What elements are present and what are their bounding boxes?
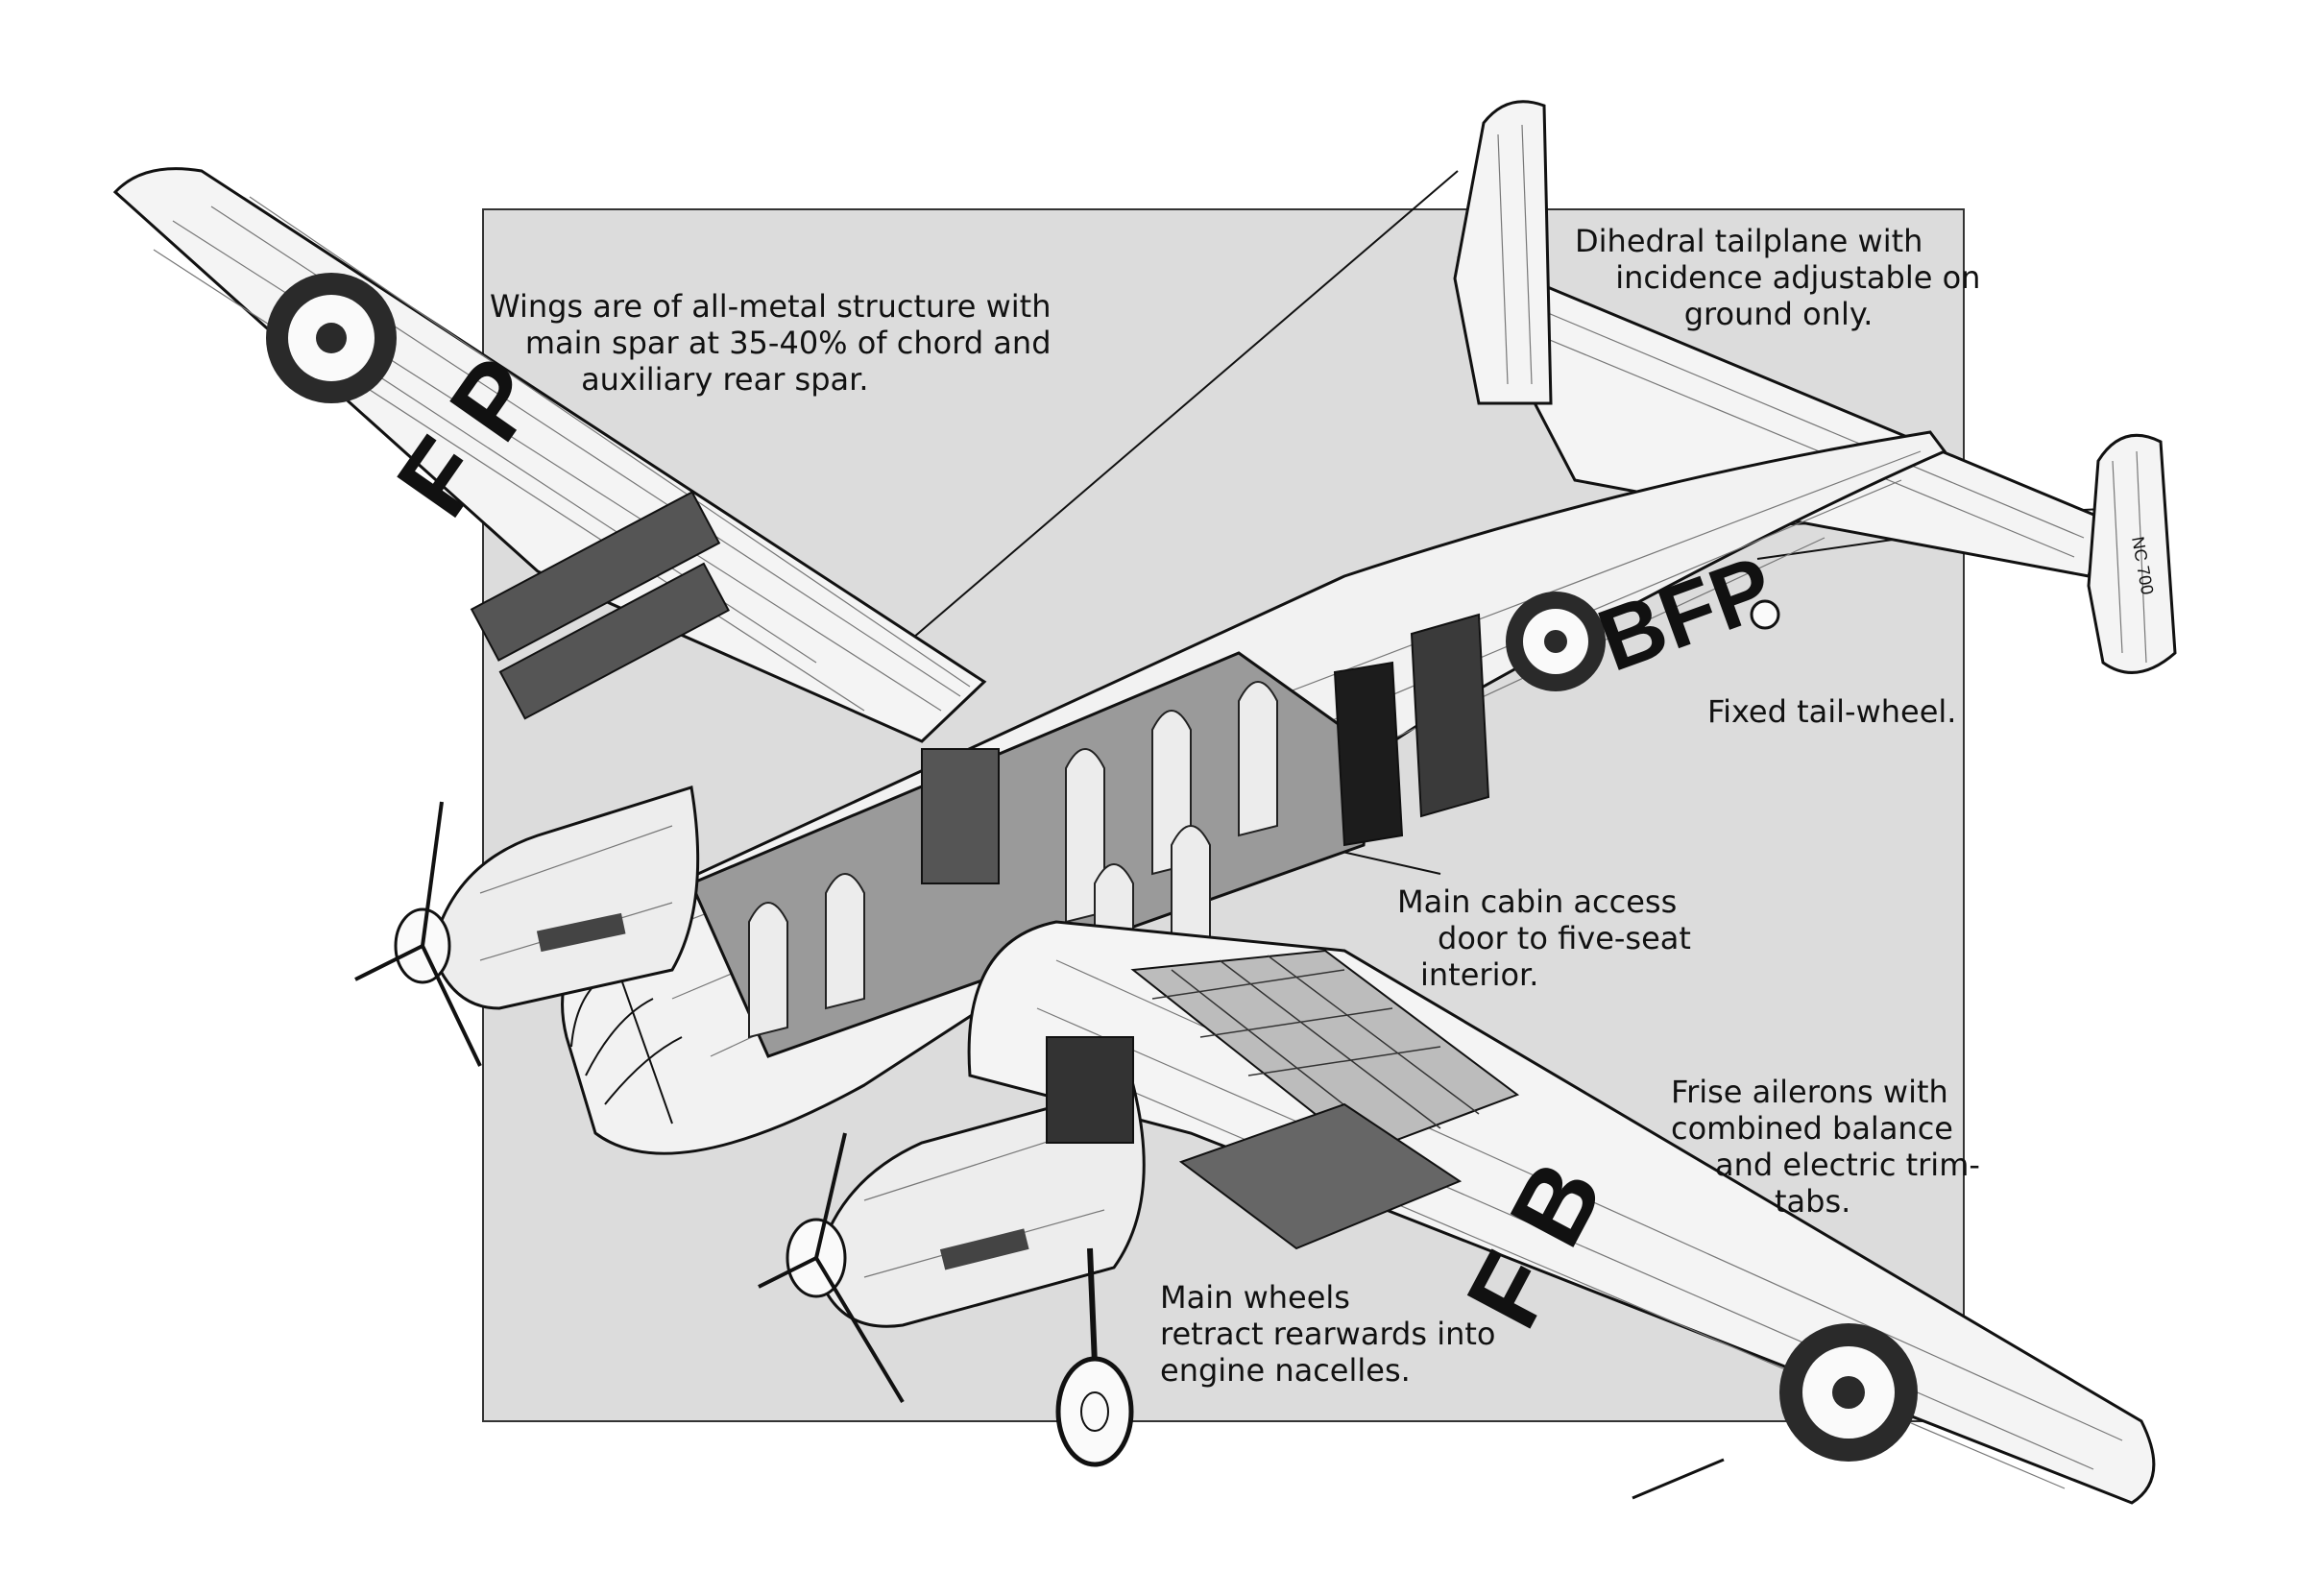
- callout-wheels-line-3: engine nacelles.: [1160, 1352, 1411, 1389]
- callout-tailplane-line-1: Dihedral tailplane with: [1575, 223, 1923, 259]
- roundel-fuselage: [1506, 592, 1606, 691]
- main-wheel: [1055, 1356, 1134, 1467]
- roundel-right-wing: [1779, 1323, 1918, 1462]
- callout-cabin: Main cabin access door to five-seat inte…: [1397, 883, 1691, 993]
- callout-wings: Wings are of all-metal structure with ma…: [490, 288, 1052, 398]
- callout-wings-line-2: main spar at 35-40% of chord and: [524, 325, 1052, 361]
- callout-tailwheel-line-1: Fixed tail-wheel.: [1707, 693, 1957, 730]
- callout-wings-line-3: auxiliary rear spar.: [581, 361, 869, 398]
- callout-ailerons-line-4: tabs.: [1775, 1183, 1851, 1220]
- callout-tailplane-line-2: incidence adjustable on: [1615, 259, 1981, 296]
- callout-wheels: Main wheels retract rearwards into engin…: [1160, 1279, 1496, 1389]
- callout-ailerons: Frise ailerons with combined balance and…: [1671, 1074, 1980, 1220]
- callout-cabin-line-2: door to five-seat: [1438, 920, 1691, 956]
- roundel-left-wing: [266, 273, 397, 403]
- fuselage: BFP: [561, 430, 1947, 1155]
- callout-tailplane-line-3: ground only.: [1683, 296, 1874, 332]
- callout-ailerons-line-3: and electric trim-: [1715, 1147, 1980, 1183]
- callout-wheels-line-1: Main wheels: [1160, 1279, 1350, 1316]
- callout-cabin-line-1: Main cabin access: [1397, 883, 1678, 920]
- callout-wheels-line-2: retract rearwards into: [1160, 1316, 1496, 1352]
- right-engine: [758, 1036, 1146, 1467]
- callout-tailplane: Dihedral tailplane with incidence adjust…: [1575, 223, 1980, 332]
- callout-wings-line-1: Wings are of all-metal structure with: [490, 288, 1052, 325]
- callout-ailerons-line-1: Frise ailerons with: [1671, 1074, 1948, 1110]
- callout-cabin-line-3: interior.: [1420, 956, 1539, 993]
- callout-ailerons-line-2: combined balance: [1671, 1110, 1953, 1147]
- left-engine: [354, 786, 700, 1067]
- tailplane: NC 700: [1453, 100, 2177, 674]
- left-wing: F P: [112, 167, 987, 743]
- callout-tailwheel: Fixed tail-wheel.: [1707, 693, 1956, 730]
